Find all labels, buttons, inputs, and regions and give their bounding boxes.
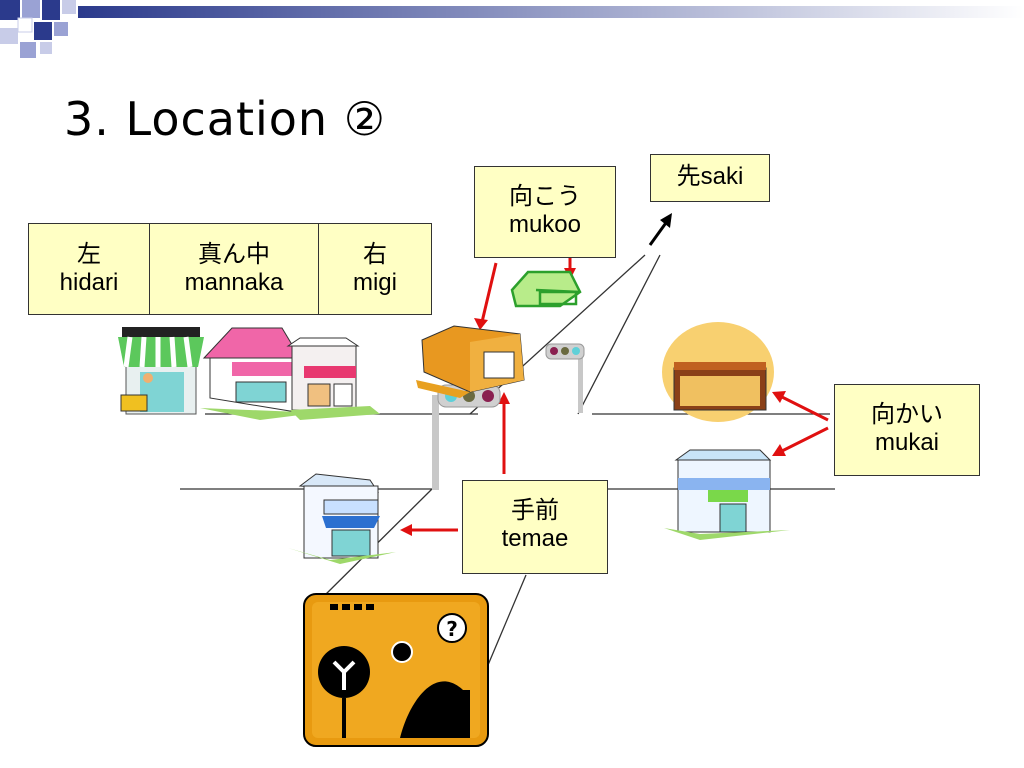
cell-mannaka-romaji: mannaka xyxy=(184,269,284,296)
left-center-right-table: 左 hidari 真ん中 mannaka 右 migi xyxy=(28,223,432,315)
building-blue-right xyxy=(664,449,790,540)
page-title: 3. Location ② xyxy=(64,92,386,146)
label-temae-romaji: temae xyxy=(501,525,569,552)
label-mukoo-romaji: mukoo xyxy=(508,211,582,238)
cell-hidari-romaji: hidari xyxy=(59,269,119,296)
red-arrows xyxy=(400,256,829,536)
label-temae-jp: 手前 xyxy=(511,497,559,524)
shop-green-awning xyxy=(118,327,204,415)
header-decoration xyxy=(0,0,1024,58)
cell-hidari-jp: 左 xyxy=(77,241,101,268)
cell-migi-jp: 右 xyxy=(363,241,387,268)
label-mukai-romaji: mukai xyxy=(874,429,940,456)
svg-text:?: ? xyxy=(446,617,458,641)
shop-white-pink xyxy=(286,337,380,420)
building-blue-left xyxy=(288,473,396,564)
arrow-saki xyxy=(648,213,672,246)
label-mukoo-jp: 向こう xyxy=(509,183,581,210)
shop-pink-roof xyxy=(200,327,340,420)
cell-hidari: 左 hidari xyxy=(28,223,150,315)
label-mukai: 向かい mukai xyxy=(834,384,980,476)
label-mukai-jp: 向かい xyxy=(871,401,943,428)
shop-green-far xyxy=(510,270,582,308)
traffic-light-far xyxy=(545,343,585,413)
cell-mannaka-jp: 真ん中 xyxy=(198,241,270,268)
label-saki-romaji: saki xyxy=(700,163,744,190)
label-temae: 手前 temae xyxy=(462,480,608,574)
label-saki: 先saki xyxy=(650,154,770,202)
cell-migi: 右 migi xyxy=(318,223,432,315)
label-saki-jp: 先 xyxy=(676,163,701,190)
traffic-light-near xyxy=(432,384,501,490)
cell-mannaka: 真ん中 mannaka xyxy=(149,223,319,315)
crossroads-clipart: ? xyxy=(303,593,489,747)
shop-orange-center xyxy=(416,325,525,398)
shop-bakery xyxy=(662,322,774,422)
label-mukoo: 向こう mukoo xyxy=(474,166,616,258)
label-saki-text: 先saki xyxy=(651,163,769,191)
cell-migi-romaji: migi xyxy=(352,269,397,296)
